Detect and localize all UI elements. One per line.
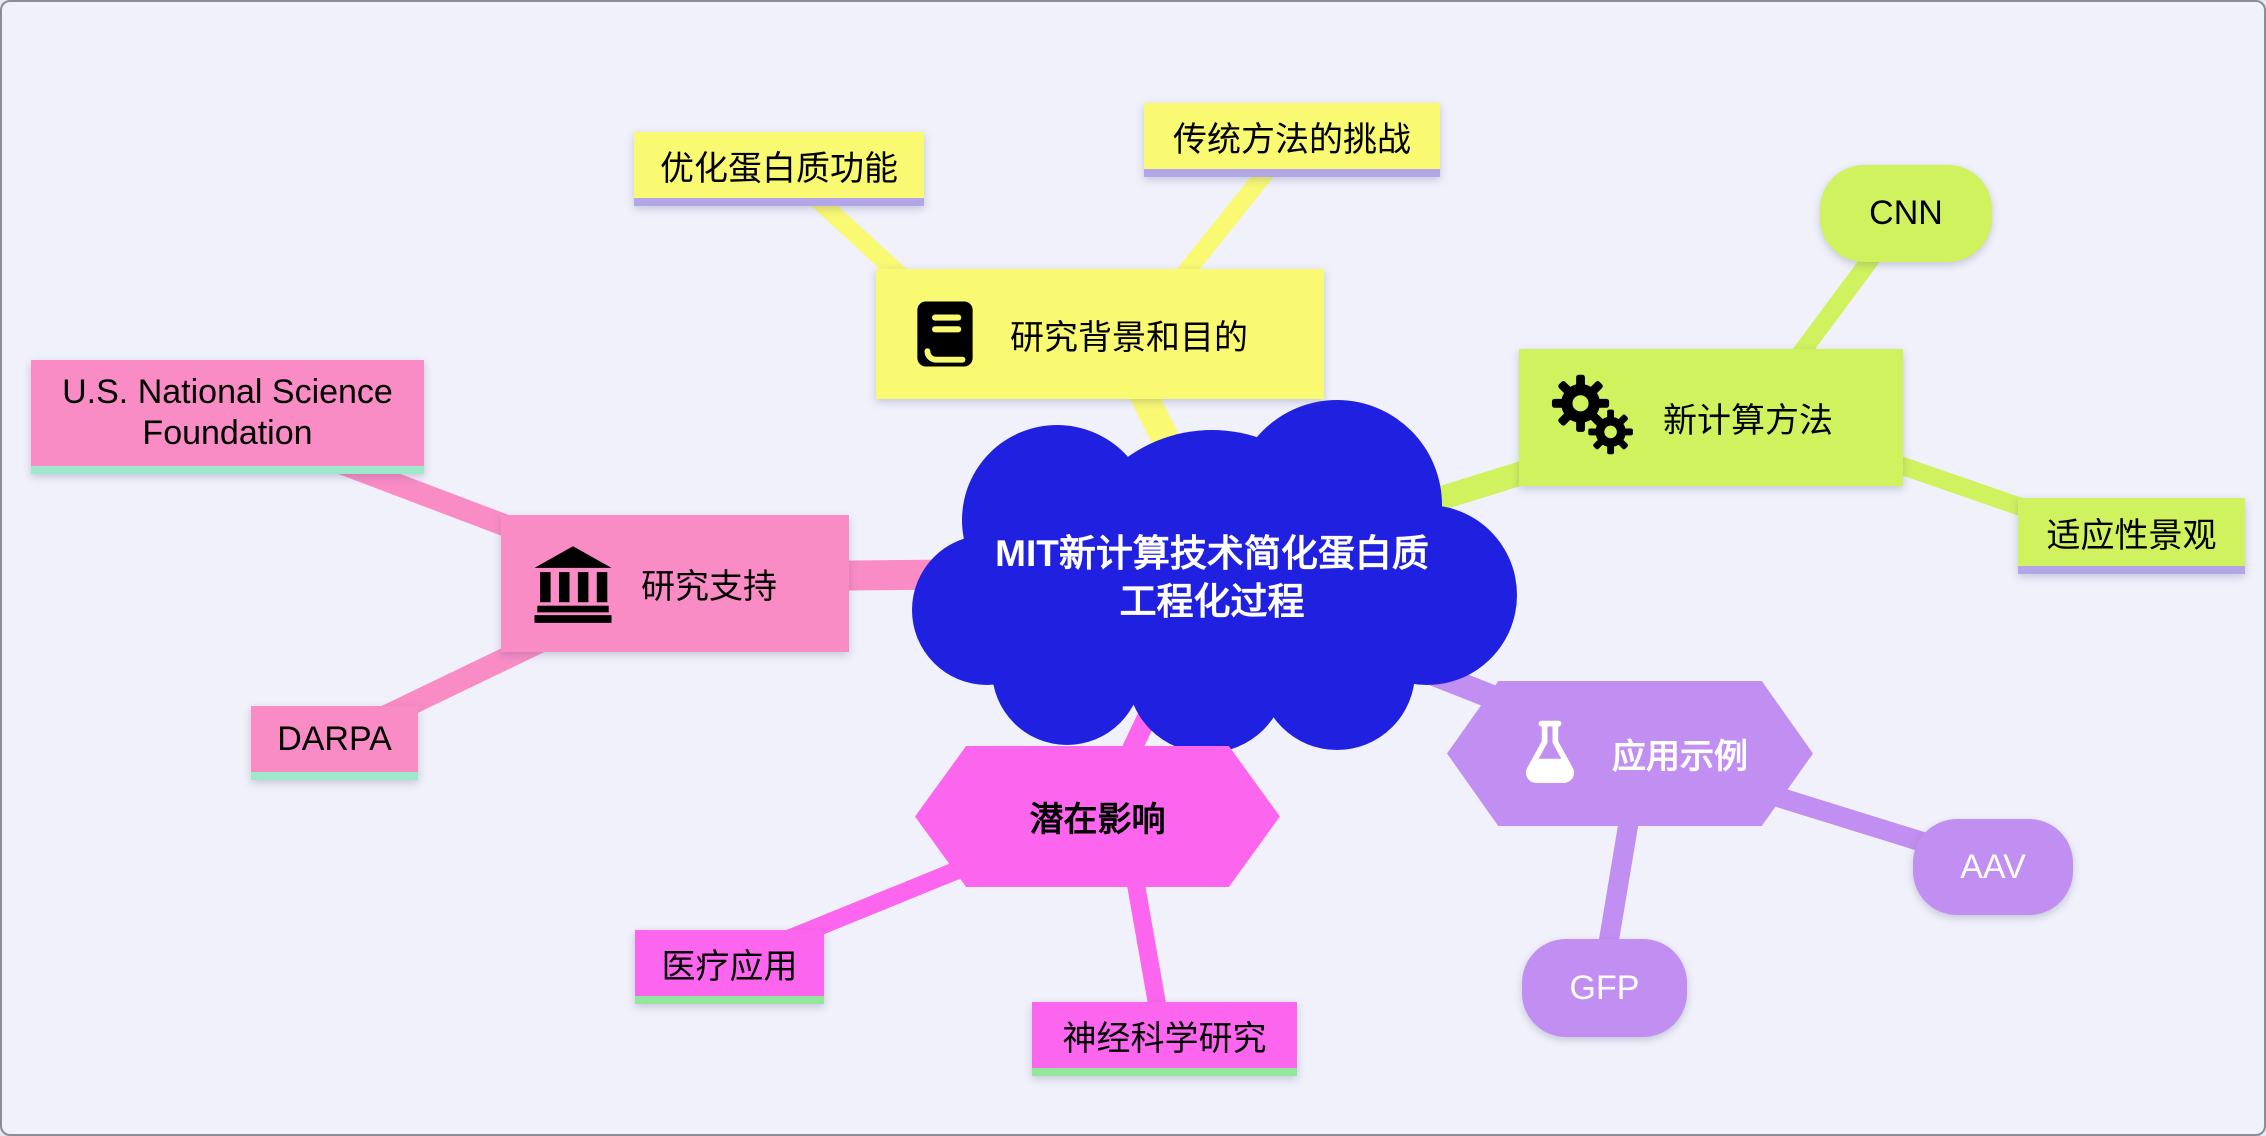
book-icon [906,295,984,373]
node-darpa[interactable]: DARPA [251,706,418,780]
node-methods[interactable]: 新计算方法 [1519,349,1903,486]
node-applications[interactable]: 应用示例 [1447,681,1813,826]
node-label: GFP [1569,968,1640,1007]
node-cnn[interactable]: CNN [1820,165,1992,262]
bank-icon [531,542,615,626]
node-label: 研究支持 [641,568,777,606]
node-label: 优化蛋白质功能 [660,149,898,188]
node-underline [251,772,418,780]
node-background[interactable]: 研究背景和目的 [876,269,1324,399]
node-medical[interactable]: 医疗应用 [635,930,824,1004]
node-label: CNN [1869,194,1943,232]
node-impact[interactable]: 潜在影响 [915,746,1280,887]
node-label: 医疗应用 [661,947,798,986]
node-challenge[interactable]: 传统方法的挑战 [1144,103,1440,177]
node-landscape[interactable]: 适应性景观 [2018,498,2245,574]
node-label: 神经科学研究 [1062,1019,1267,1058]
node-nsf[interactable]: U.S. National Science Foundation [31,360,424,474]
node-label: DARPA [277,719,392,758]
node-optimize[interactable]: 优化蛋白质功能 [634,132,924,206]
node-label: 潜在影响 [1029,801,1166,839]
gears-icon [1549,374,1637,462]
center-label-line2: 工程化过程 [1119,581,1305,622]
node-neuro[interactable]: 神经科学研究 [1032,1002,1297,1076]
node-label: 传统方法的挑战 [1173,120,1411,159]
node-underline [635,996,824,1004]
flask-icon [1512,716,1588,792]
node-gfp[interactable]: GFP [1522,939,1687,1037]
node-underline [634,198,924,206]
cloud-shape-icon [912,400,1517,753]
node-label: 适应性景观 [2046,516,2217,555]
node-label: 新计算方法 [1663,402,1833,440]
node-underline [1032,1068,1297,1076]
node-underline [2018,566,2245,574]
node-support[interactable]: 研究支持 [501,515,849,652]
node-underline [1144,169,1440,177]
node-aav[interactable]: AAV [1913,819,2073,915]
center-label-line1: MIT新计算技术简化蛋白质 [995,532,1429,574]
node-label: AAV [1960,847,2026,886]
center-node[interactable]: MIT新计算技术简化蛋白质 工程化过程 [907,400,1517,756]
center-node-label: MIT新计算技术简化蛋白质 工程化过程 [907,400,1517,756]
node-label: 应用示例 [1612,738,1748,776]
node-label: 研究背景和目的 [1010,318,1248,357]
node-underline [31,466,424,474]
node-label: U.S. National Science Foundation [62,373,393,452]
